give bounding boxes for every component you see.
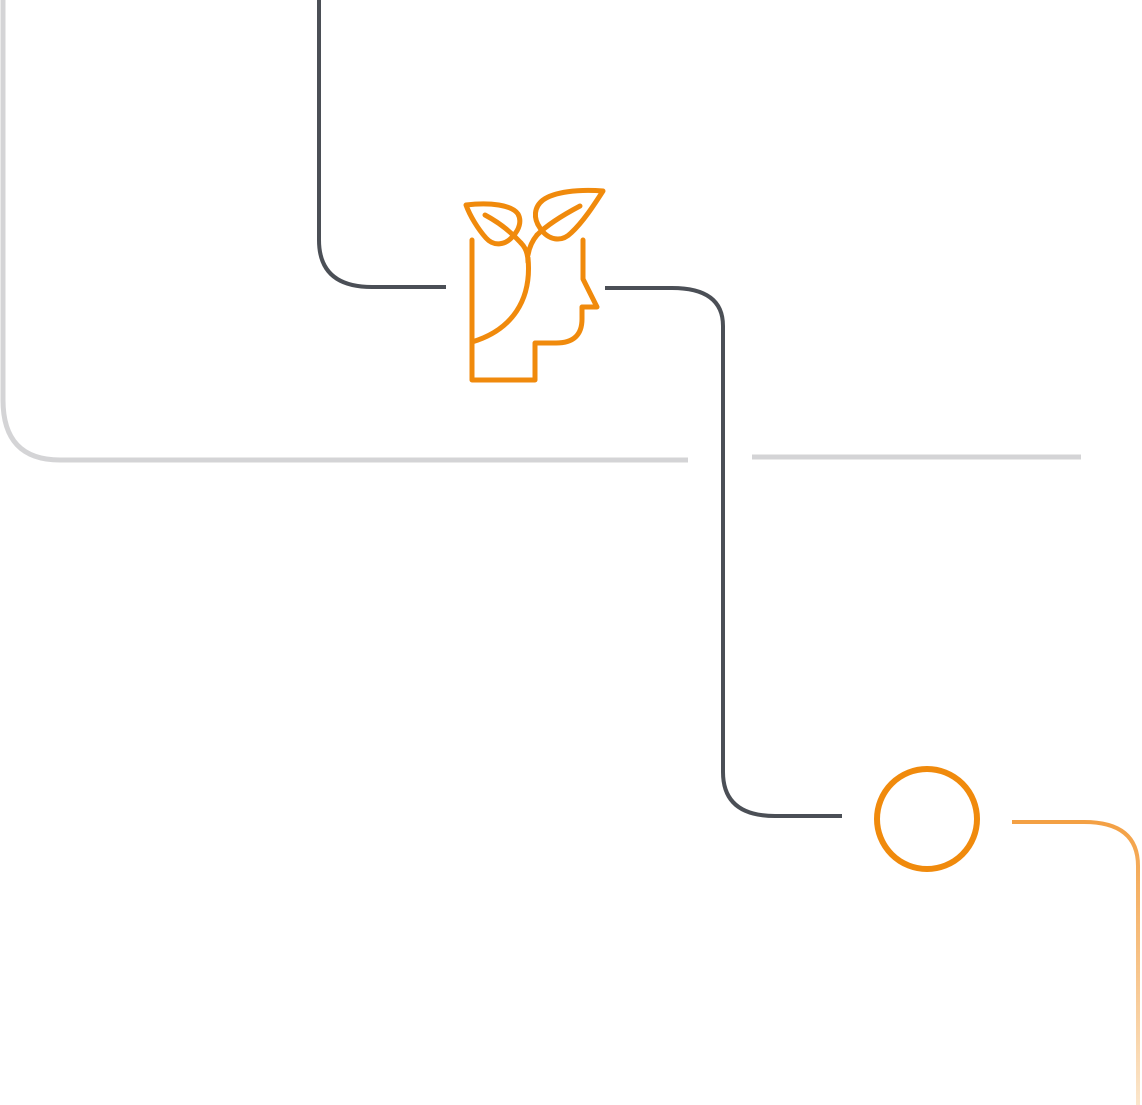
light-connector-left-frame (0, 0, 688, 463)
head-profile-with-leaves-icon (463, 187, 606, 383)
accent-connector-circle-out (1012, 820, 1140, 1105)
dark-connector-top-to-head (317, 0, 446, 289)
circle-node-icon (874, 766, 980, 872)
dark-connector-head-to-circle (605, 286, 842, 818)
